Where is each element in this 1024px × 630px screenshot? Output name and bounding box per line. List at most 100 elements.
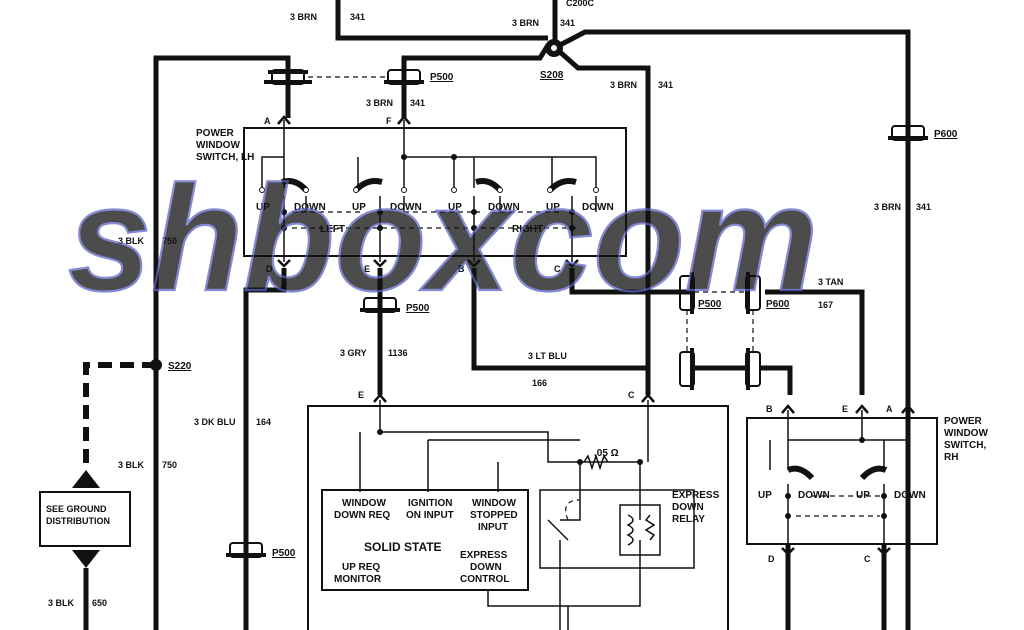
label-blk-750-b-circuit: 750 [162,460,177,470]
rh-switch [746,404,938,556]
rh-pos-2: DOWN [798,490,830,501]
label-rh-feed: 3 BRN [874,202,901,212]
rh-pos-4: DOWN [894,490,926,501]
module-upreq-1: UP REQ [342,562,380,573]
connectors [226,69,928,558]
label-lh-feed-circuit: 341 [410,98,425,108]
lh-pos-5: UP [448,202,462,213]
connector-p500-low [226,542,266,558]
rh-title-2: WINDOW [944,428,988,439]
label-blk-750-a-circuit: 750 [162,236,177,246]
ground-line-2: DISTRIBUTION [46,516,110,526]
module-solid-state: SOLID STATE [364,540,442,554]
module-ign-2: ON INPUT [406,510,454,521]
lh-switch [243,115,627,268]
connector-p500-top [384,69,424,85]
label-tan-circuit: 167 [818,300,833,310]
connector-p600-right [888,125,928,141]
label-c200c: C200C [566,0,595,8]
wires [83,0,911,630]
module-pin-e: E [358,390,364,400]
lh-pin-b: B [458,264,465,274]
label-341-top-center: 341 [560,18,575,28]
lh-title-3: SWITCH, LH [196,152,254,163]
lh-pin-a: A [264,116,271,126]
rh-pin-b: B [766,404,773,414]
lh-left-label: LEFT [320,224,345,235]
module-ws-1: WINDOW [472,498,516,509]
label-mid-feed: 3 BRN [610,80,637,90]
module-wdr-1: WINDOW [342,498,386,509]
module-edc-2: DOWN [470,562,502,573]
rh-pin-c: C [864,554,871,564]
rh-title-1: POWER [944,416,983,427]
label-blk-750-b: 3 BLK [118,460,145,470]
label-tan: 3 TAN [818,277,843,287]
lh-pos-4: DOWN [390,202,422,213]
label-p500-top: P500 [430,72,454,83]
label-lh-feed: 3 BRN [366,98,393,108]
watermark: shboxcom [68,154,818,322]
label-blk-650-circuit: 650 [92,598,107,608]
lh-title-1: POWER [196,128,235,139]
lh-pos-6: DOWN [488,202,520,213]
rh-pos-3: UP [856,490,870,501]
label-p500-low: P500 [272,548,296,559]
relay-1: EXPRESS [672,490,720,501]
module-edc-1: EXPRESS [460,550,508,561]
label-p500-mid: P500 [698,299,722,310]
ground-line-1: SEE GROUND [46,504,107,514]
module-ws-2: STOPPED [470,510,518,521]
module-resistor: .05 Ω [594,448,619,459]
lh-pin-d: D [266,264,273,274]
label-brn-top-left: 3 BRN [290,12,317,22]
lh-title-2: WINDOW [196,140,240,151]
label-dkblu: 3 DK BLU [194,417,236,427]
lh-pos-3: UP [352,202,366,213]
splice-s220-dot [150,359,162,371]
label-mid-feed-circuit: 341 [658,80,673,90]
module-upreq-2: MONITOR [334,574,382,585]
label-p600-right: P600 [934,129,958,140]
lh-pin-f: F [386,116,392,126]
rh-title-4: RH [944,452,958,463]
label-dkblu-circuit: 164 [256,417,271,427]
lh-pos-7: UP [546,202,560,213]
rh-pin-d: D [768,554,775,564]
lh-pin-c: C [554,264,561,274]
labels: 3 BRN 341 3 BRN 341 C200C S208 P500 3 BR… [46,0,988,608]
module-edc-3: CONTROL [460,574,509,585]
label-ltblu: 3 LT BLU [528,351,567,361]
module-ws-3: INPUT [478,522,508,533]
relay-2: DOWN [672,502,704,513]
label-gry-circuit: 1136 [388,348,408,358]
label-341-top-left: 341 [350,12,365,22]
connector-p500-top-left [264,69,312,85]
label-brn-top-center: 3 BRN [512,18,539,28]
connector-p500-e [360,297,400,313]
label-p600-mid: P600 [766,299,790,310]
lh-pos-1: UP [256,202,270,213]
relay-3: RELAY [672,514,705,525]
label-ltblu-circuit: 166 [532,378,547,388]
rh-pos-1: UP [758,490,772,501]
rh-title-3: SWITCH, [944,440,986,451]
lh-pos-2: DOWN [294,202,326,213]
module-pin-c: C [628,390,635,400]
lh-right-label: RIGHT [512,224,543,235]
ground-distribution [39,470,131,568]
rh-pin-e: E [842,404,848,414]
connector-p600-mid [745,272,761,390]
label-gry: 3 GRY [340,348,367,358]
label-p500-e: P500 [406,303,430,314]
module-wdr-2: DOWN REQ [334,510,390,521]
module-ign-1: IGNITION [408,498,452,509]
label-s208: S208 [540,70,564,81]
label-rh-feed-circuit: 341 [916,202,931,212]
lh-pin-e: E [364,264,370,274]
module [307,393,729,630]
label-s220: S220 [168,361,192,372]
lh-pos-8: DOWN [582,202,614,213]
rh-pin-a: A [886,404,893,414]
